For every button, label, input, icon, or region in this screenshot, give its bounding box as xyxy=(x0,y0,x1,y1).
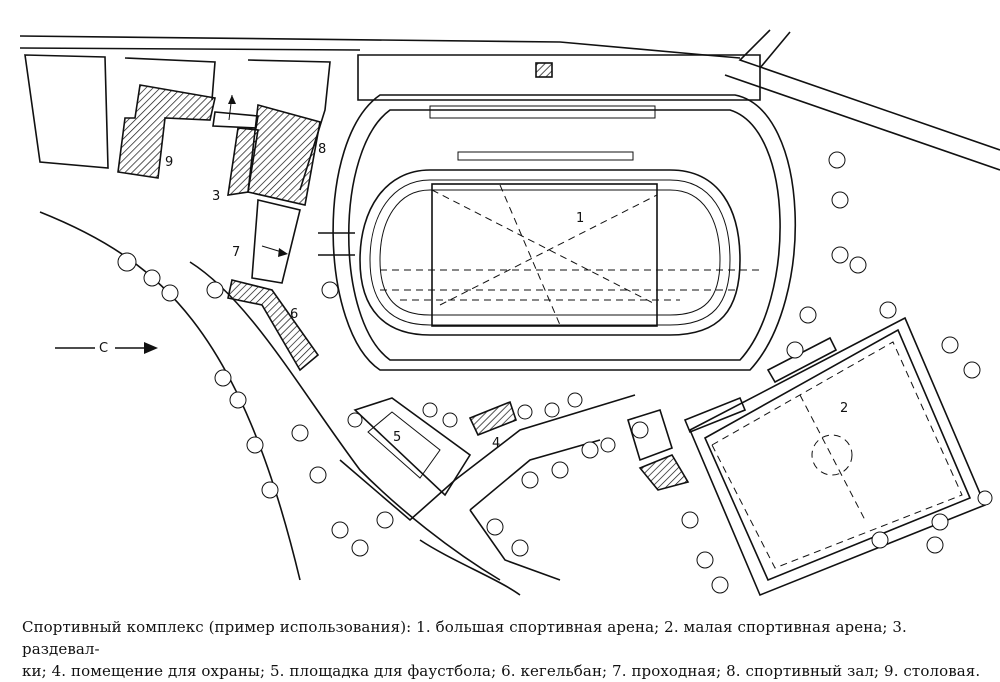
label-4: 4 xyxy=(492,436,500,451)
north-arrow: С xyxy=(55,341,158,356)
label-7: 7 xyxy=(232,245,240,260)
top-road xyxy=(19,29,1000,171)
label-5: 5 xyxy=(393,430,401,445)
football-pitch xyxy=(431,183,658,327)
bowling-building: 7 6 xyxy=(227,199,320,372)
label-6: 6 xyxy=(290,307,298,322)
small-kiosk xyxy=(535,62,553,78)
gym-building: 8 3 xyxy=(212,94,326,206)
caption-line-2: ки; 4. помещение для охраны; 5. площадка… xyxy=(22,662,981,680)
site-plan: 9 8 3 7 6 С xyxy=(19,29,1000,597)
figure-caption: Спортивный комплекс (пример использовани… xyxy=(22,616,984,682)
big-arena: 1 xyxy=(318,54,797,371)
label-1: 1 xyxy=(576,211,584,226)
faustball-court: 5 xyxy=(353,397,472,497)
label-3: 3 xyxy=(212,189,220,204)
label-8: 8 xyxy=(318,142,326,157)
label-9: 9 xyxy=(165,155,173,170)
canteen-building: 9 xyxy=(117,84,216,179)
trees xyxy=(117,151,993,594)
caption-line-1: Спортивный комплекс (пример использовани… xyxy=(22,618,907,658)
north-label: С xyxy=(99,341,108,356)
guard-house: 4 xyxy=(468,400,690,491)
label-2: 2 xyxy=(840,401,848,416)
